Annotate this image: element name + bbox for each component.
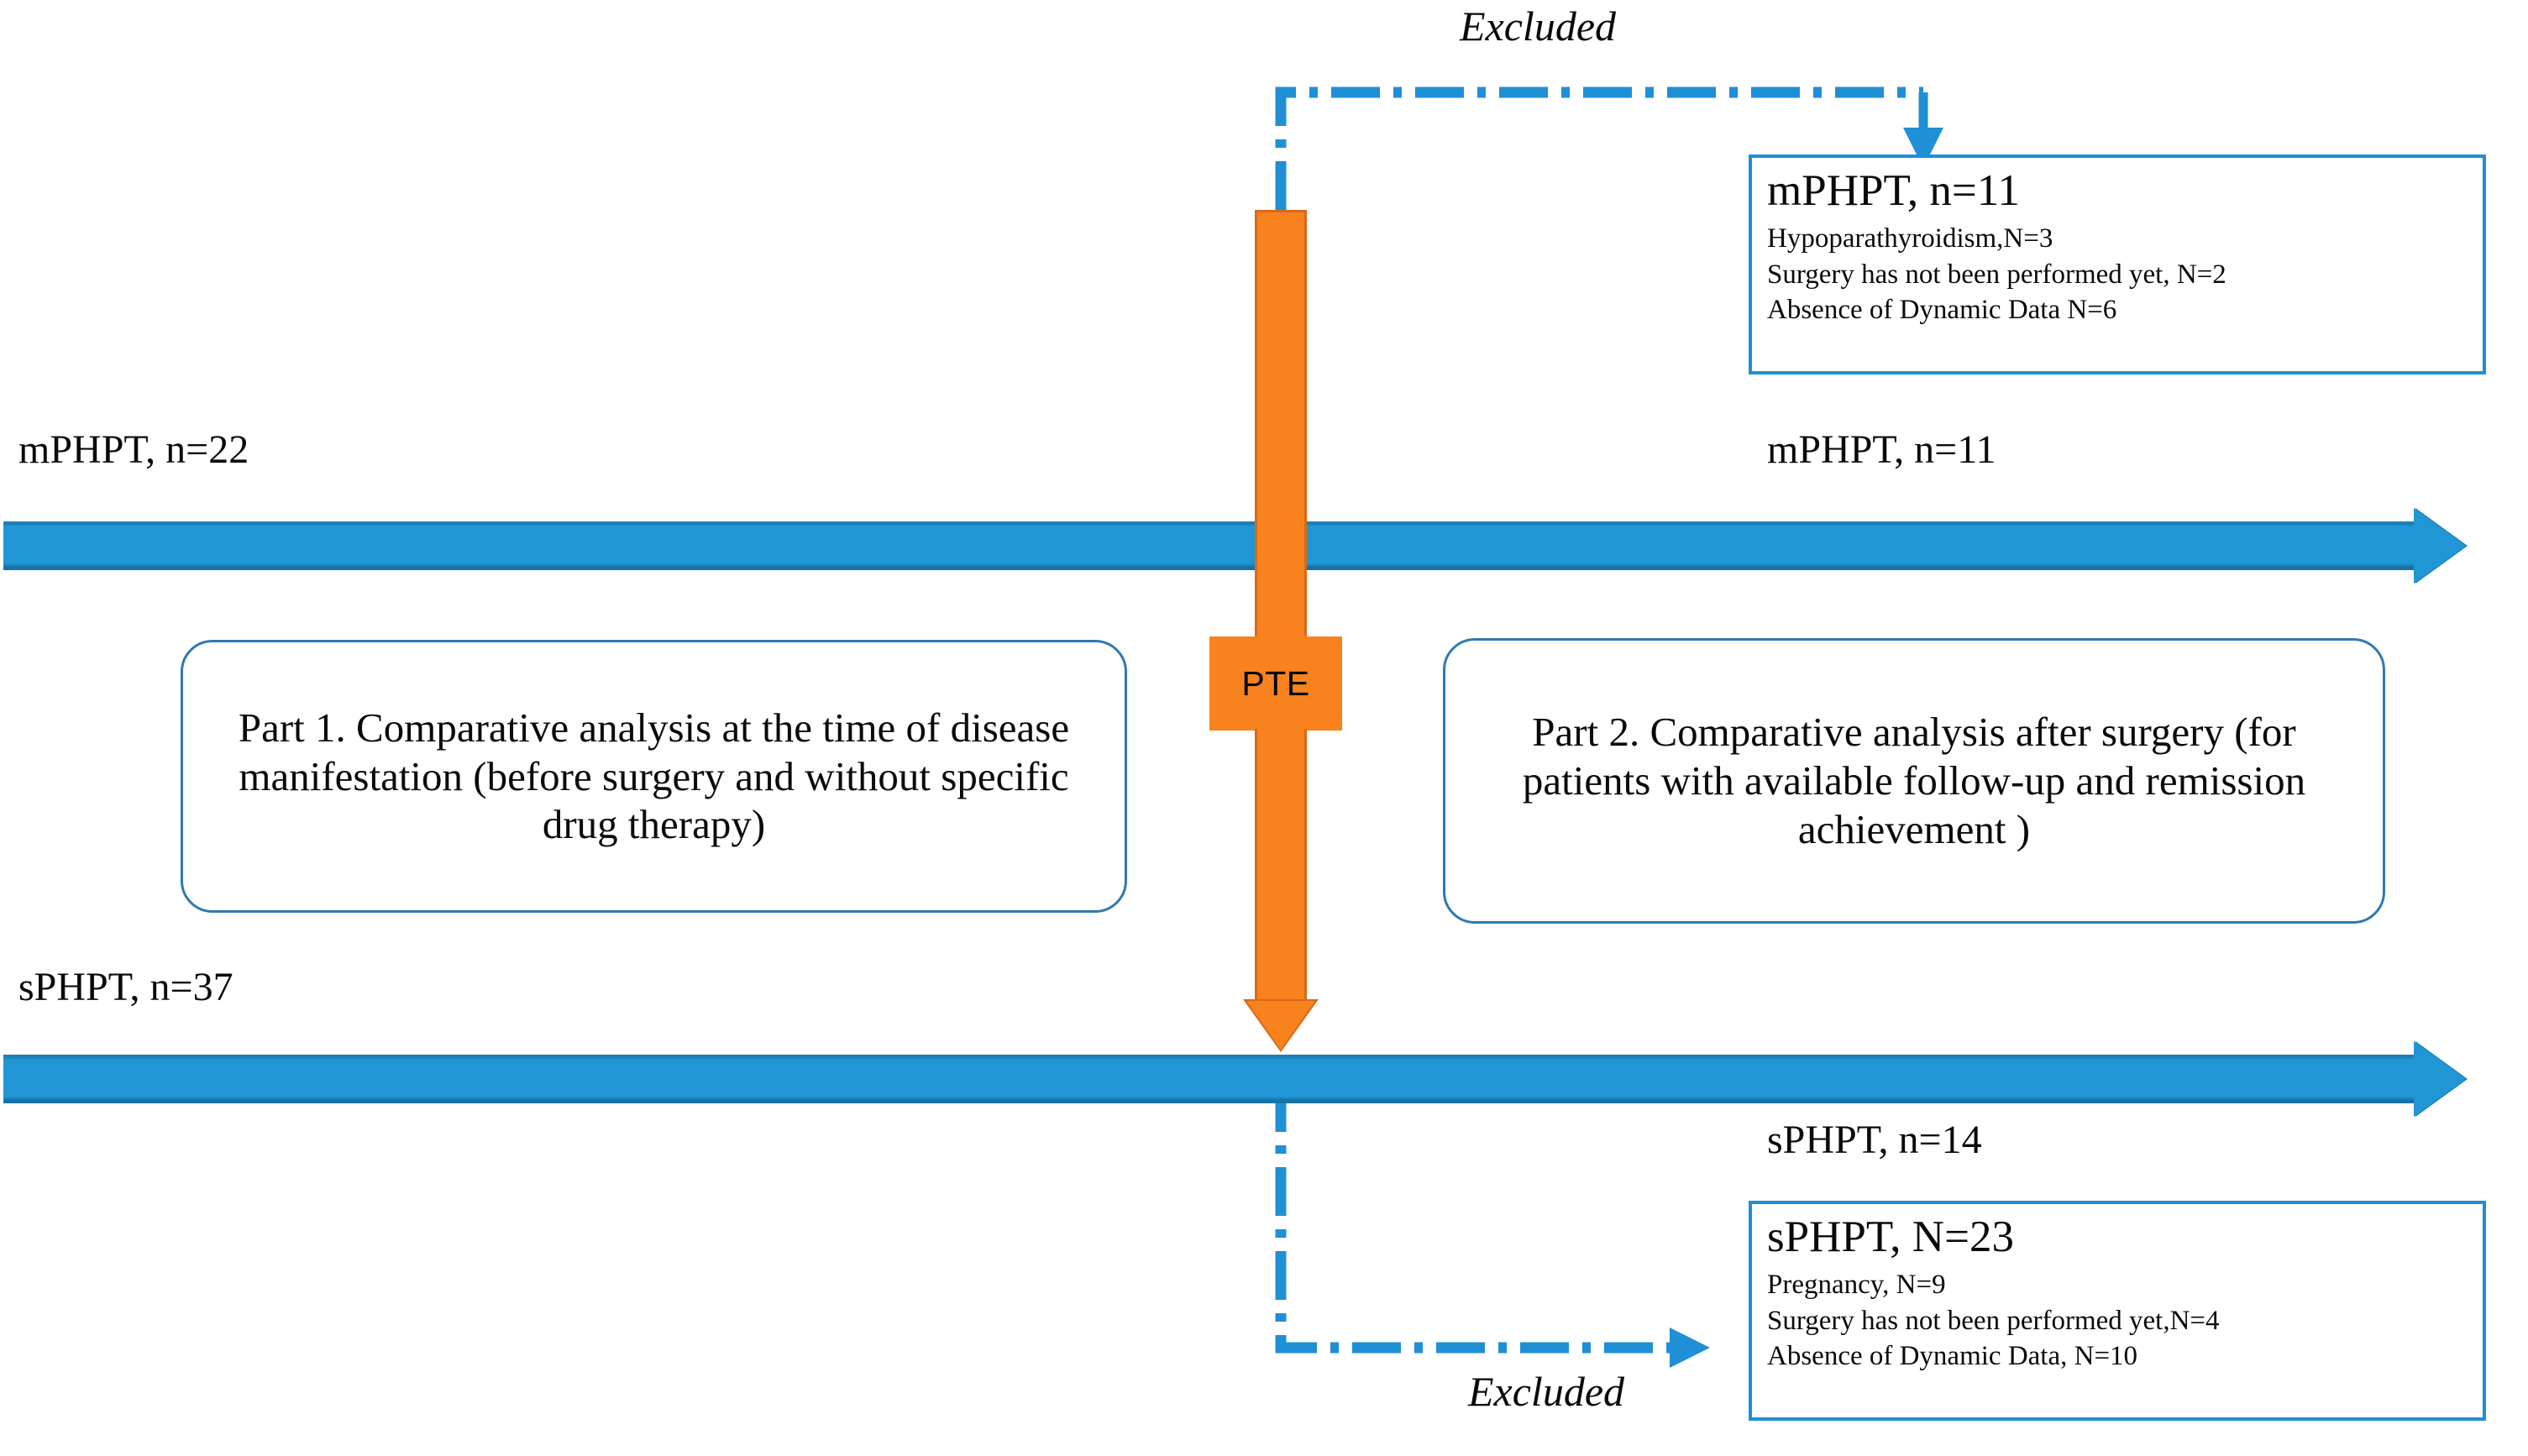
timeline-shaft <box>3 1055 2420 1103</box>
timeline-top-right-label: mPHPT, n=11 <box>1767 427 1996 472</box>
pte-arrow-shaft-lower <box>1255 729 1307 999</box>
part-2-text: Part 2. Comparative analysis after surge… <box>1522 709 2306 852</box>
exclusion-reason-2: Surgery has not been performed yet, N=2 <box>1767 259 2226 290</box>
part-1-description-box: Part 1. Comparative analysis at the time… <box>181 640 1127 913</box>
exclusion-box-sphpt: sPHPT, N=23 Pregnancy, N=9 Surgery has n… <box>1749 1201 2486 1421</box>
timeline-arrow-mphpt <box>3 508 2471 584</box>
pte-label-box: PTE <box>1209 636 1342 731</box>
excluded-caption-bottom: Excluded <box>1468 1368 1625 1415</box>
excluded-caption-top: Excluded <box>1460 3 1617 50</box>
bottom-excluded-connector <box>1275 1083 1710 1368</box>
timeline-shaft <box>3 521 2420 570</box>
exclusion-box-mphpt: mPHPT, n=11 Hypoparathyroidism,N=3 Surge… <box>1749 155 2486 374</box>
exclusion-box-title: mPHPT, n=11 <box>1767 166 2020 215</box>
exclusion-reason-2: Surgery has not been performed yet,N=4 <box>1767 1305 2220 1336</box>
pte-arrowhead <box>1246 1001 1315 1050</box>
timeline-arrowhead <box>2414 1041 2466 1117</box>
timeline-bottom-left-label: sPHPT, n=37 <box>18 965 233 1009</box>
exclusion-reason-3: Absence of Dynamic Data, N=10 <box>1767 1340 2138 1371</box>
timeline-arrowhead <box>2414 508 2466 584</box>
part-2-description-box: Part 2. Comparative analysis after surge… <box>1443 638 2385 924</box>
exclusion-reason-1: Pregnancy, N=9 <box>1767 1270 1946 1301</box>
timeline-bottom-right-label: sPHPT, n=14 <box>1767 1118 1982 1162</box>
timeline-top-left-label: mPHPT, n=22 <box>18 427 249 472</box>
exclusion-reason-3: Absence of Dynamic Data N=6 <box>1767 294 2117 325</box>
part-1-text: Part 1. Comparative analysis at the time… <box>238 704 1070 848</box>
timeline-arrow-sphpt <box>3 1041 2471 1117</box>
exclusion-reason-1: Hypoparathyroidism,N=3 <box>1767 223 2053 254</box>
exclusion-box-title: sPHPT, N=23 <box>1767 1212 2014 1261</box>
pte-arrow-shaft-upper <box>1255 210 1307 640</box>
